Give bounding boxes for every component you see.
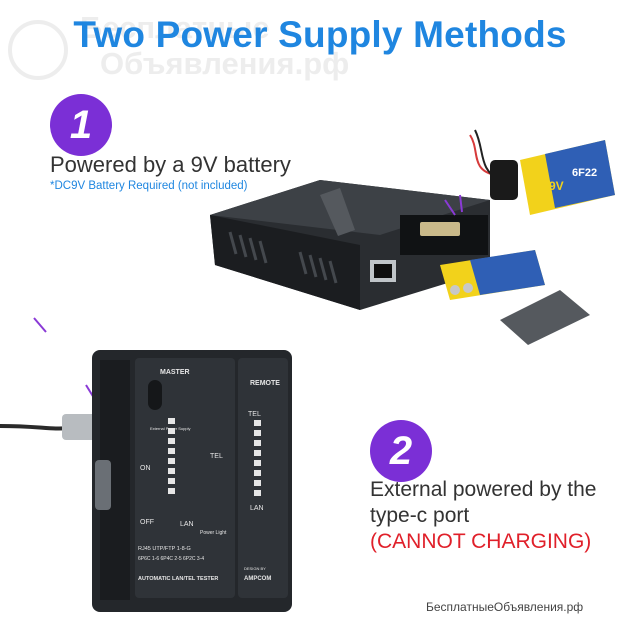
watermark-logo-icon <box>8 20 68 80</box>
spec-line-2: 6P6C 1-6 6P4C 2-5 6P2C 3-4 <box>138 556 204 562</box>
method-2-badge: 2 <box>370 420 432 482</box>
master-label: MASTER <box>160 369 190 376</box>
method-2-line-1: External powered by the <box>370 478 597 501</box>
tester-top-view <box>210 180 490 310</box>
remote-lan-label: LAN <box>250 505 264 512</box>
tester-front-view: MASTER REMOTE ON OFF TEL TEL LAN LAN Pow… <box>92 350 292 612</box>
brand-label: AMPCOM <box>244 576 271 582</box>
watermark-line-2: Объявления.рф <box>100 46 350 81</box>
product-name-label: AUTOMATIC LAN/TEL TESTER <box>138 576 218 582</box>
tel-label: TEL <box>210 453 223 460</box>
external-power-label: External Power Supply <box>150 426 190 431</box>
method-1-badge: 1 <box>50 94 112 156</box>
battery-model-text: 6F22 <box>572 167 597 179</box>
watermark-bottom: БесплатныеОбъявления.рф <box>426 600 584 614</box>
battery-lid <box>500 290 590 345</box>
page-title: Two Power Supply Methods <box>73 14 567 55</box>
method-2-line-2: type-c port <box>370 504 470 527</box>
power-light-label: Power Light <box>200 530 227 536</box>
method-1-heading: Powered by a 9V battery <box>50 152 291 177</box>
lan-label: LAN <box>180 521 194 528</box>
method-2-text: External powered by the type-c port (CAN… <box>370 477 596 555</box>
remote-label: REMOTE <box>250 380 280 387</box>
spec-line-1: RJ45 UTP/FTP 1-8-G <box>138 546 191 552</box>
battery-voltage-text: 9V <box>549 179 564 193</box>
method-1-note: *DC9V Battery Required (not included) <box>50 180 248 192</box>
designed-by-label: DESIGN BY <box>244 566 266 571</box>
on-label: ON <box>140 465 151 472</box>
watermark-line-1: Бесплатные <box>80 10 270 45</box>
remote-tel-label: TEL <box>248 411 261 418</box>
battery-with-clip: 6F22 9V <box>469 129 615 215</box>
method-2-warning: (CANNOT CHARGING) <box>370 530 592 553</box>
battery-loose <box>440 250 545 300</box>
off-label: OFF <box>140 519 154 526</box>
